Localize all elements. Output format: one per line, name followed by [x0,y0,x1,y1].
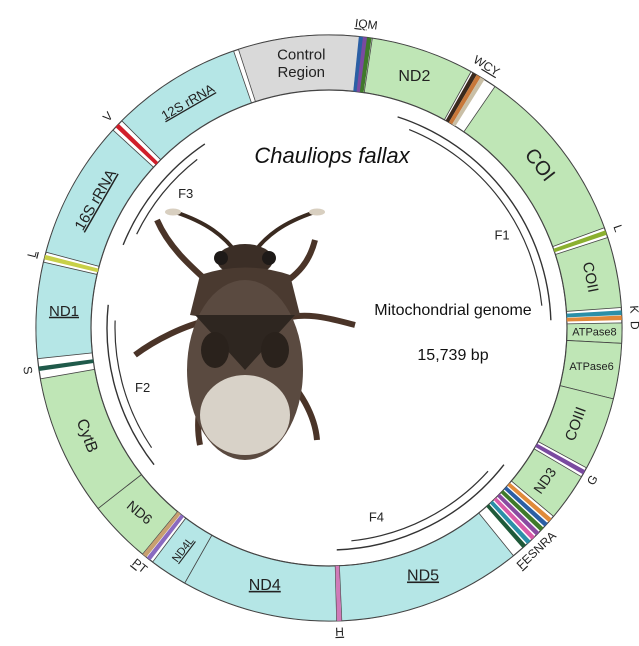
fragment-label-f3: F3 [178,186,193,201]
trna-label: G [584,473,601,488]
trna-label: H [335,625,344,639]
fragment-label-f2: F2 [135,380,150,395]
trna-label: L [610,223,626,234]
gene-label-nd2: ND2 [398,68,430,85]
gene-label-nd4: ND4 [249,577,281,594]
species-title: Chauliops fallax [254,143,410,168]
gene-label-atpase8: ATPase8 [572,327,616,339]
trna-label: D [628,321,639,330]
trna-label: K [627,305,639,314]
trna-label: V [100,109,116,124]
gene-label-atpase6: ATPase6 [569,361,613,373]
trna-label: IQM [354,16,378,33]
trna-label: S [20,365,35,375]
fragment-label-f1: F1 [494,227,509,242]
genome-subtitle: Mitochondrial genome [374,302,532,319]
gene-label-nd1: ND1 [49,303,79,320]
trna-label: L [25,249,40,259]
fragment-label-f4: F4 [369,510,384,525]
trna-label: PT [129,556,150,577]
genome-length: 15,739 bp [417,347,488,364]
gene-label-nd5: ND5 [407,567,439,584]
